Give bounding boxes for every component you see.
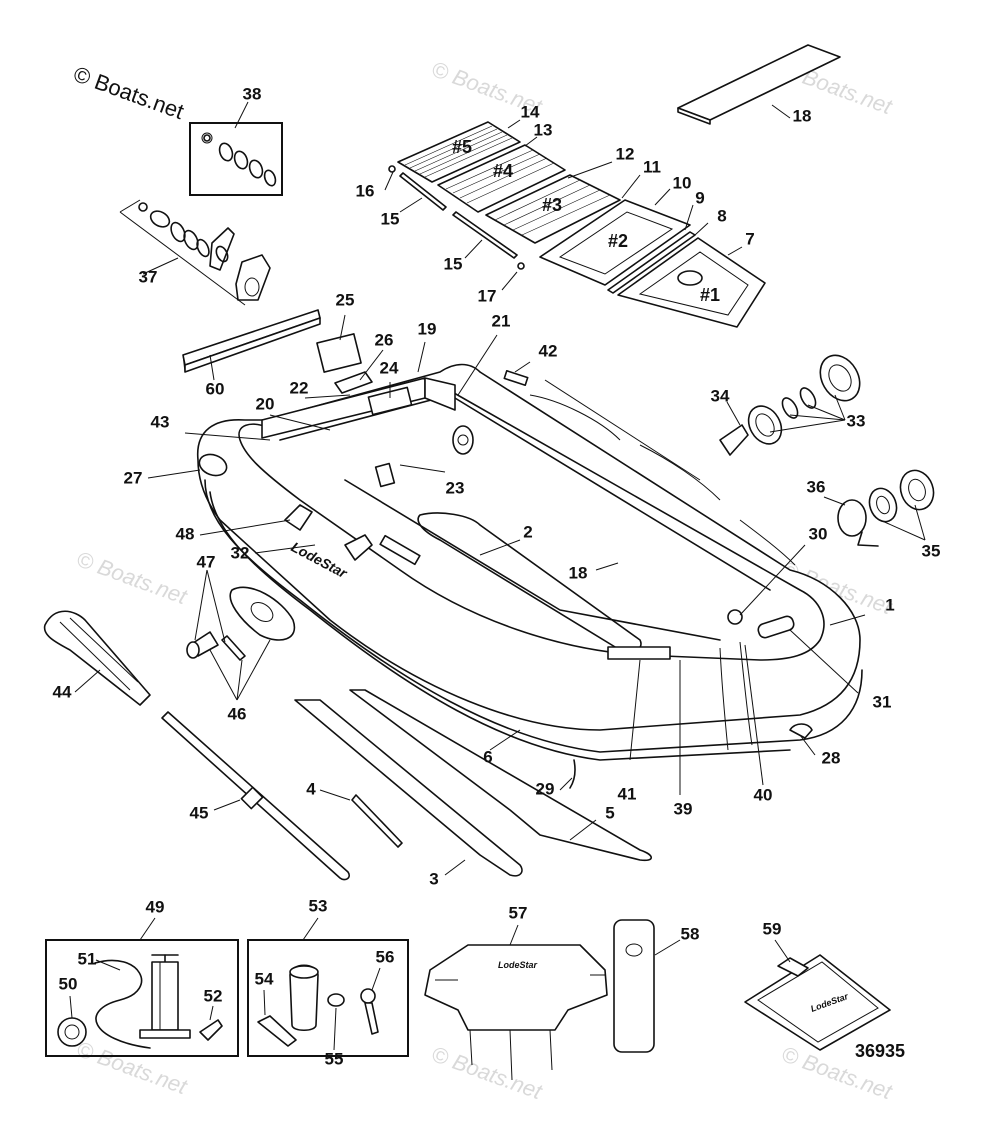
callout-labels: 38 37 60 14 13 12 11 10 9 8 7 18 16 15 1… <box>53 84 941 1068</box>
callout-31: 30 <box>809 524 828 543</box>
callout-11: 11 <box>643 157 661 176</box>
callout-48: 47 <box>197 552 216 571</box>
callout-40: 39 <box>674 799 693 818</box>
box-54-repair-kit <box>247 939 409 1057</box>
part-38-drain-valve <box>119 199 271 306</box>
copyright-text: © Boats.net <box>70 61 187 124</box>
callout-19: 18 <box>793 106 812 125</box>
callout-26: 25 <box>336 290 355 309</box>
callout-21: 20 <box>256 394 275 413</box>
callout-50: 49 <box>146 897 165 916</box>
callout-51: 50 <box>59 974 78 993</box>
callout-35: 34 <box>711 386 730 405</box>
watermark: © Boats.net <box>73 546 191 609</box>
drawing-number: 36935 <box>855 1041 905 1061</box>
callout-44: 43 <box>151 412 170 431</box>
callout-28: 27 <box>124 468 143 487</box>
watermark: © Boats.net <box>428 1041 546 1104</box>
callout-33: 32 <box>231 543 250 562</box>
callout-41: 40 <box>754 785 773 804</box>
callout-18: 18 <box>569 563 588 582</box>
callout-20: 19 <box>418 319 437 338</box>
callout-55: 54 <box>255 969 274 988</box>
callout-61: 60 <box>206 379 225 398</box>
part-58-cover: LodeStar <box>424 944 608 1081</box>
parts-15-16-17-rails <box>388 165 525 270</box>
valves <box>719 354 935 547</box>
callout-57: 56 <box>376 947 395 966</box>
part-19-board <box>677 44 841 125</box>
callout-42: 41 <box>618 784 637 803</box>
callout-2: 2 <box>523 522 532 541</box>
callout-34: 33 <box>847 411 866 430</box>
leader-lines <box>69 101 926 1051</box>
callout-4: 4 <box>306 779 316 798</box>
callout-58: 57 <box>509 903 528 922</box>
part-3-keel <box>294 699 523 877</box>
boat-hull: LodeStar <box>196 333 863 789</box>
part-39-valve-kit <box>189 122 283 196</box>
part-60-bag: LodeStar <box>744 954 891 1051</box>
floor-panel-4 <box>437 144 566 213</box>
floor-panel-5 <box>397 121 521 183</box>
callout-27: 26 <box>375 330 394 349</box>
callout-29: 28 <box>822 748 841 767</box>
callout-46: 45 <box>190 803 209 822</box>
callout-15b: 15 <box>444 254 463 273</box>
callout-59: 58 <box>681 924 700 943</box>
callout-22: 21 <box>492 311 511 330</box>
callout-17: 17 <box>478 286 497 305</box>
callout-56: 55 <box>325 1049 344 1068</box>
callout-32: 31 <box>873 692 892 711</box>
callout-30: 29 <box>536 779 555 798</box>
callout-25: 24 <box>380 358 399 377</box>
panel-label-3: #3 <box>542 195 562 215</box>
keel-parts <box>294 689 653 877</box>
panel-label-2: #2 <box>608 231 628 251</box>
callout-60: 59 <box>763 919 782 938</box>
part-5-strip <box>349 689 653 862</box>
panel-label-1: #1 <box>700 285 720 305</box>
callout-12: 12 <box>616 144 635 163</box>
oar-fittings <box>186 586 296 661</box>
part-4-plate <box>351 794 403 848</box>
callout-45: 44 <box>53 682 72 701</box>
callout-9: 9 <box>695 188 704 207</box>
callout-3: 3 <box>429 869 438 888</box>
watermark: © Boats.net <box>73 1036 191 1099</box>
callout-8: 8 <box>717 206 726 225</box>
callout-53: 52 <box>204 986 223 1005</box>
callout-7: 7 <box>745 229 754 248</box>
callout-23: 22 <box>290 378 309 397</box>
part-61-strip <box>182 309 321 373</box>
floor-panel-3 <box>485 174 621 244</box>
callout-13: 13 <box>534 120 553 139</box>
panel-label-4: #4 <box>493 161 513 181</box>
callout-47: 46 <box>228 704 247 723</box>
callout-49: 48 <box>176 524 195 543</box>
callout-15a: 15 <box>381 209 400 228</box>
part-59-bag <box>613 919 655 1053</box>
callout-16: 16 <box>356 181 375 200</box>
callout-52: 51 <box>78 949 97 968</box>
oar-parts <box>43 610 350 881</box>
callout-39: 38 <box>243 84 262 103</box>
callout-54: 53 <box>309 896 328 915</box>
panel-label-5: #5 <box>452 137 472 157</box>
callout-38: 37 <box>139 267 158 286</box>
box-50-pump-kit <box>45 939 239 1057</box>
callout-5: 5 <box>605 803 614 822</box>
callout-24: 23 <box>446 478 465 497</box>
callout-10: 10 <box>673 173 692 192</box>
floor-panels: #5 #4 #3 #2 #1 <box>397 121 766 328</box>
callout-6: 6 <box>483 747 492 766</box>
callout-14: 14 <box>521 102 540 121</box>
cover-brand: LodeStar <box>498 960 538 970</box>
callout-1: 1 <box>885 595 894 614</box>
callout-37: 36 <box>807 477 826 496</box>
callout-43: 42 <box>539 341 558 360</box>
callout-36: 35 <box>922 541 941 560</box>
